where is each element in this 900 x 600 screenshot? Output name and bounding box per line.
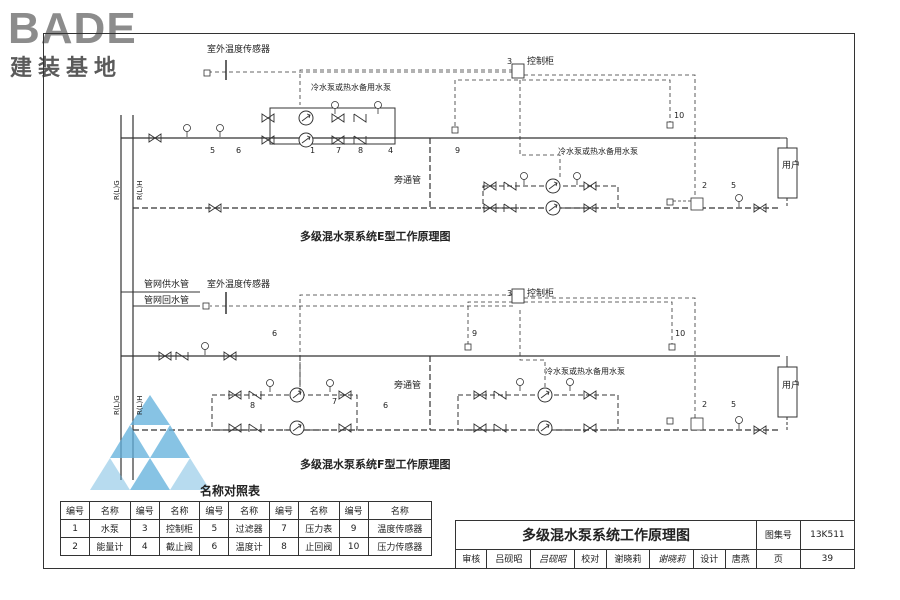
e-control-cabinet-label: 控制柜 (527, 55, 554, 67)
e-num-2: 2 (702, 181, 707, 190)
watermark-triangles-icon (90, 395, 210, 490)
e-num-5b: 5 (731, 181, 736, 190)
logo-main-text: BADE (8, 4, 137, 53)
f-supply-pipe-label: 管网供水管 (144, 278, 189, 290)
legend-cell: 控制柜 (158, 519, 201, 538)
f-num-9: 9 (472, 329, 477, 338)
e-num-8: 8 (358, 146, 363, 155)
e-supply-pipe-code: R(L)G (113, 180, 121, 200)
e-return-pipe-code: R(L)H (136, 181, 144, 201)
legend-cell: 水泵 (89, 519, 131, 538)
legend-cell: 温度计 (228, 537, 270, 556)
f-standby-pump-label: 冷水泵或热水备用水泵 (545, 366, 625, 376)
design-label: 设计 (693, 548, 726, 570)
legend-header: 名称 (228, 501, 270, 520)
f-num-5: 5 (731, 400, 736, 409)
legend-cell: 1 (59, 519, 91, 538)
f-num-3: 3 (507, 289, 512, 298)
e-standby-pump-label-2: 冷水泵或热水备用水泵 (558, 146, 638, 156)
reviewer-signature: 吕砚昭 (530, 548, 576, 570)
legend-header: 名称 (298, 501, 340, 520)
f-outdoor-sensor-label: 室外温度传感器 (207, 278, 270, 290)
legend-header: 名称 (367, 501, 433, 520)
legend-header: 编号 (338, 501, 369, 520)
f-user-label: 用户 (782, 379, 800, 391)
e-num-4: 4 (388, 146, 393, 155)
e-num-5: 5 (210, 146, 215, 155)
legend-cell: 6 (199, 537, 230, 556)
f-supply-pipe-code: R(L)G (113, 395, 121, 415)
reviewer: 吕砚昭 (486, 548, 532, 570)
legend-table: 编号 名称 编号 名称 编号 名称 编号 名称 编号 名称 1 水泵 3 控制柜… (59, 501, 433, 556)
f-num-7: 7 (332, 397, 337, 406)
legend-cell: 截止阀 (158, 537, 201, 556)
legend-cell: 温度传感器 (367, 519, 433, 538)
checker-signature: 谢晓莉 (649, 548, 695, 570)
e-bypass-label: 旁通管 (394, 174, 421, 186)
legend-cell: 9 (338, 519, 369, 538)
f-diagram-title: 多级混水泵系统F型工作原理图 (300, 457, 451, 471)
f-return-pipe-code: R(L)H (136, 396, 144, 416)
f-num-8: 8 (250, 401, 255, 410)
f-return-pipe-label: 管网回水管 (144, 294, 189, 306)
legend-cell: 10 (338, 537, 369, 556)
e-num-1: 1 (310, 146, 315, 155)
f-control-cabinet-label: 控制柜 (527, 287, 554, 299)
legend-cell: 能量计 (89, 537, 131, 556)
e-num-3: 3 (507, 57, 512, 66)
legend-cell: 5 (199, 519, 230, 538)
page-number: 39 (799, 548, 856, 570)
check-label: 校对 (574, 548, 607, 570)
e-standby-pump-label: 冷水泵或热水备用水泵 (311, 82, 391, 92)
legend-header: 名称 (89, 501, 131, 520)
legend-cell: 8 (268, 537, 300, 556)
diagram-e (120, 60, 798, 253)
legend-cell: 3 (129, 519, 160, 538)
legend-cell: 过滤器 (228, 519, 270, 538)
e-diagram-title: 多级混水泵系统E型工作原理图 (300, 229, 451, 243)
drawing-frame (43, 33, 855, 569)
legend-header: 编号 (59, 501, 91, 520)
logo-sub-text: 建装基地 (10, 56, 123, 81)
legend-cell: 压力传感器 (367, 537, 433, 556)
f-num-2: 2 (702, 400, 707, 409)
legend-cell: 压力表 (298, 519, 340, 538)
diagram-f (120, 253, 798, 480)
legend-header-row: 编号 名称 编号 名称 编号 名称 编号 名称 编号 名称 (59, 501, 433, 520)
legend-header: 编号 (268, 501, 300, 520)
e-num-6: 6 (236, 146, 241, 155)
f-num-6: 6 (272, 329, 277, 338)
e-user-label: 用户 (782, 159, 800, 171)
legend-header: 名称 (158, 501, 201, 520)
legend-title: 名称对照表 (200, 484, 261, 498)
legend-header: 编号 (199, 501, 230, 520)
legend-cell: 止回阀 (298, 537, 340, 556)
legend-cell: 7 (268, 519, 300, 538)
f-num-10: 10 (675, 329, 685, 338)
e-num-10: 10 (674, 111, 684, 120)
bade-logo: BADE 建装基地 (6, 4, 181, 84)
checker: 谢晓莉 (605, 548, 651, 570)
legend-cell: 2 (59, 537, 91, 556)
legend-row: 2 能量计 4 截止阀 6 温度计 8 止回阀 10 压力传感器 (59, 537, 433, 556)
e-num-9: 9 (455, 146, 460, 155)
f-bypass-label: 旁通管 (394, 379, 421, 391)
review-label: 审核 (454, 548, 488, 570)
f-num-6b: 6 (383, 401, 388, 410)
atlas-label: 图集号 (756, 520, 801, 550)
legend-cell: 4 (129, 537, 160, 556)
e-outdoor-sensor-label: 室外温度传感器 (207, 43, 270, 55)
drawing-title: 多级混水泵系统工作原理图 (455, 520, 757, 550)
e-num-7: 7 (336, 146, 341, 155)
title-block: 多级混水泵系统工作原理图 图集号 13K511 审核 吕砚昭 吕砚昭 校对 谢晓… (454, 520, 856, 570)
legend-row: 1 水泵 3 控制柜 5 过滤器 7 压力表 9 温度传感器 (59, 519, 433, 538)
atlas-number: 13K511 (799, 520, 856, 550)
designer: 唐燕 (724, 548, 758, 570)
legend-header: 编号 (129, 501, 160, 520)
page-label: 页 (756, 548, 801, 570)
